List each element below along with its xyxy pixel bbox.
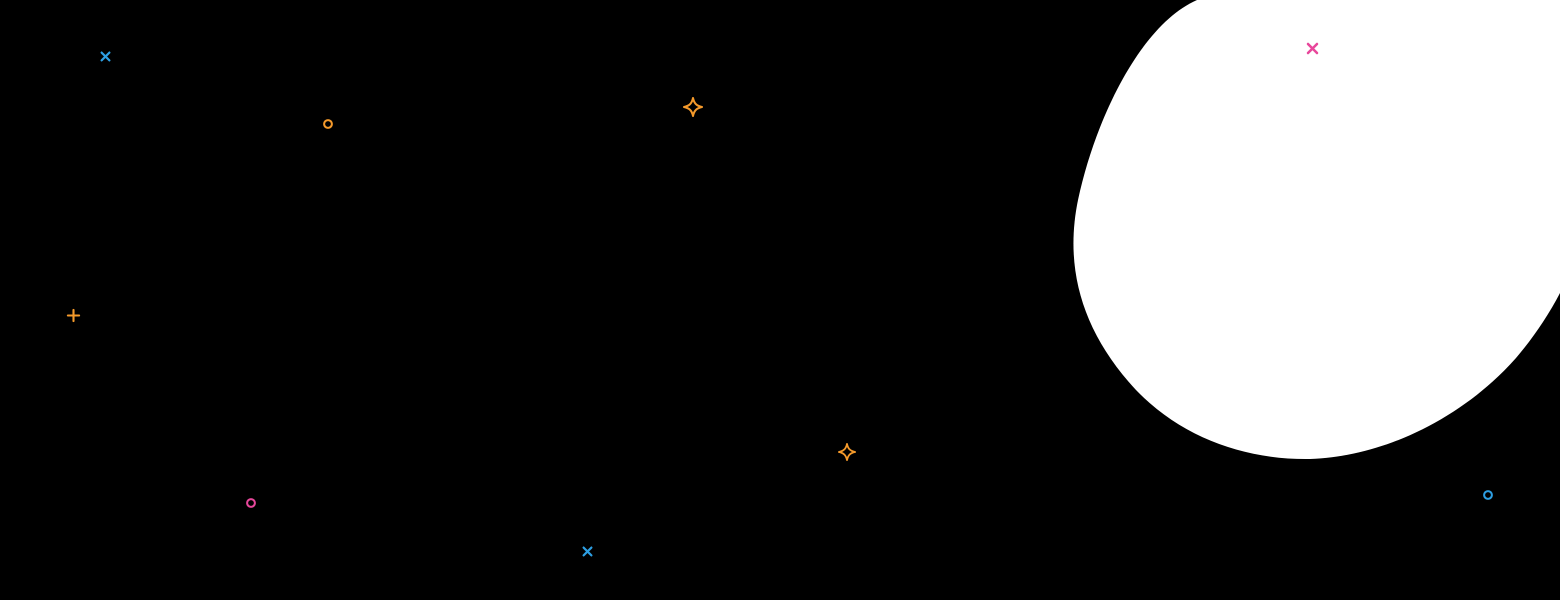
ring-icon (1483, 490, 1493, 500)
ring-icon (246, 498, 256, 508)
cross-icon (99, 50, 111, 62)
plus-icon (66, 308, 80, 322)
cross-icon (1306, 42, 1318, 54)
ring-icon (323, 119, 333, 129)
sparkle-icon (838, 443, 856, 461)
cross-icon (581, 545, 593, 557)
sparkle-icon (683, 97, 703, 117)
